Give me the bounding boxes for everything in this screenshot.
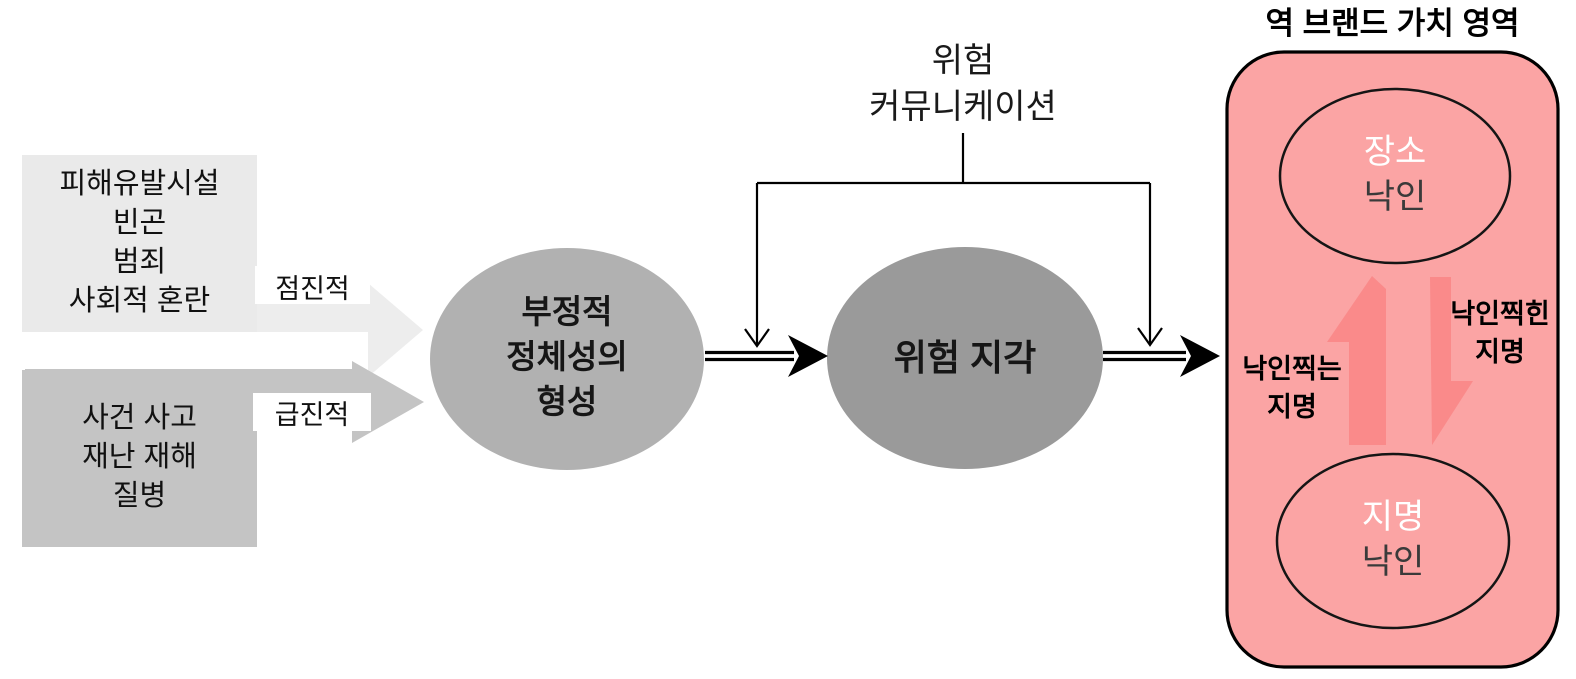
arrow-head (1180, 335, 1220, 377)
text-line: 낙인 (1361, 543, 1425, 581)
gradual-label: 점진적 (275, 274, 350, 304)
connector-right-arrowhead (1137, 327, 1163, 347)
text-line: 지명 (1267, 392, 1317, 422)
risk-communication-label: 위험 커뮤니케이션 (810, 38, 1116, 130)
flow-arrow-risk-to-brand (1103, 335, 1220, 377)
text-line: 부정적 (521, 293, 613, 330)
text-line: 낙인찍힌 (1450, 299, 1550, 329)
text-line: 장소 (1363, 133, 1427, 171)
brand-area-title: 역 브랜드 가치 영역 (1265, 6, 1520, 41)
negative-identity-label: 부정적 정체성의 형성 (430, 289, 704, 424)
stigma-up-arrow (1327, 276, 1386, 445)
arrow-head (788, 335, 828, 377)
text-line: 낙인찍는 (1242, 354, 1342, 384)
name-stigma-ellipse (1275, 452, 1511, 630)
radical-label-bg (253, 393, 371, 431)
text-line: 사회적 혼란 (68, 285, 211, 317)
stigmatized-name-label: 낙인찍힌 지명 (1438, 295, 1562, 371)
text-line: 사건 사고 (82, 402, 197, 434)
risk-perception-ellipse (827, 247, 1103, 469)
text-line: 낙인 (1363, 178, 1427, 216)
text-line: 정체성의 (506, 338, 628, 375)
radical-block-arrow (25, 361, 424, 443)
name-stigma-label: 지명 낙인 (1277, 495, 1509, 585)
harm-box-text: 피해유발시설 빈곤 범죄 사회적 혼란 (22, 165, 257, 321)
negative-identity-ellipse (430, 248, 704, 470)
stigma-down-arrow (1430, 277, 1473, 445)
brand-value-area-box (1225, 50, 1560, 669)
gradual-label-bg (255, 266, 370, 304)
text-line: 재난 재해 (82, 441, 197, 473)
risk-communication-connector (744, 133, 1163, 348)
text-line: 빈곤 (112, 207, 167, 239)
place-stigma-ellipse (1278, 87, 1512, 265)
incident-source-box (22, 370, 257, 547)
harm-source-box (22, 155, 257, 332)
incident-box-text: 사건 사고 재난 재해 질병 (22, 399, 257, 516)
connector-left-arrowhead (744, 328, 770, 348)
radical-label: 급진적 (274, 400, 350, 430)
risk-perception-label: 위험 지각 (893, 337, 1037, 378)
stigmatizing-name-label: 낙인찍는 지명 (1228, 350, 1356, 426)
text-line: 지명 (1475, 337, 1525, 367)
text-line: 형성 (536, 383, 598, 420)
text-line: 피해유발시설 (59, 168, 220, 200)
text-line: 질병 (112, 480, 167, 512)
text-line: 범죄 (112, 246, 167, 278)
text-line: 위험 (931, 42, 995, 80)
gradual-block-arrow (257, 283, 423, 377)
flow-arrow-identity-to-risk (705, 335, 828, 377)
text-line: 커뮤니케이션 (869, 88, 1057, 126)
text-line: 지명 (1361, 498, 1425, 536)
place-stigma-label: 장소 낙인 (1280, 130, 1510, 220)
